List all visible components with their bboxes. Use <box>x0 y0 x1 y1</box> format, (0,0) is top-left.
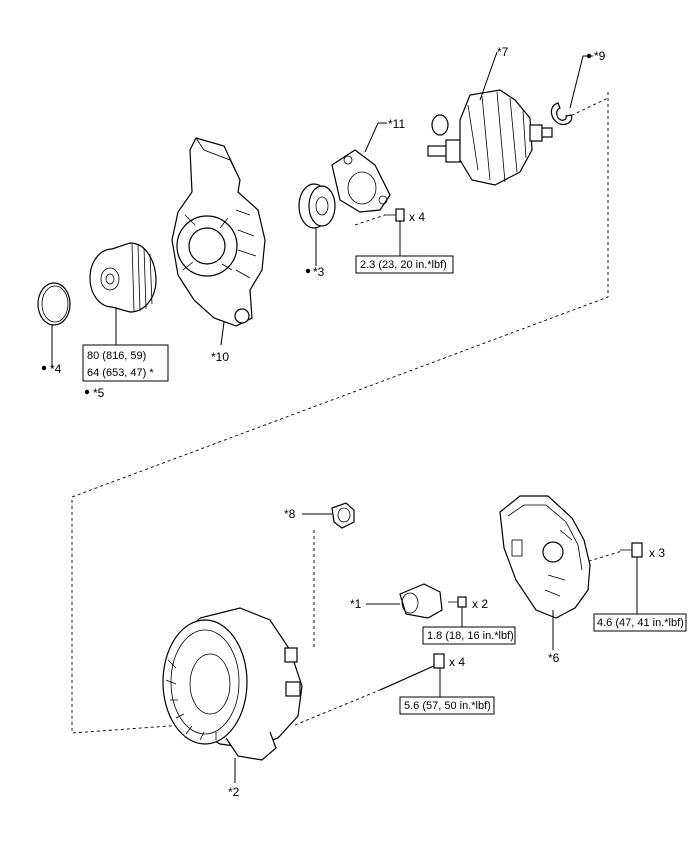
plate-screw-part <box>384 208 405 222</box>
rotor-part <box>427 89 553 186</box>
rear-cover-part <box>499 495 591 619</box>
torque-box-pulley <box>82 344 169 382</box>
regulator-screw-part <box>448 596 467 608</box>
label-p1: *1 <box>350 597 362 611</box>
label-p7: *7 <box>497 45 509 59</box>
label-p6: *6 <box>548 651 560 665</box>
drive-end-frame-part <box>171 137 266 327</box>
snap-ring-part <box>550 102 573 125</box>
dot-marker-p9 <box>586 53 592 59</box>
dot-marker-p5 <box>84 389 90 395</box>
label-p10: *10 <box>211 350 229 364</box>
guide-plate <box>354 214 386 226</box>
label-p4-top: *4 <box>50 362 62 376</box>
terminal-plug-part <box>331 502 355 529</box>
torque-pulley-line2: 64 (653, 47) * <box>87 367 154 379</box>
leader-p11 <box>364 122 379 153</box>
leader-p7 <box>479 51 498 101</box>
through-bolt-part <box>379 653 445 691</box>
dot-marker-p4-top <box>41 365 47 371</box>
leader-p9 <box>569 55 584 109</box>
dot-marker-p3 <box>305 268 311 274</box>
qty-cover-bolt: x 3 <box>649 546 665 560</box>
bearing-retainer-plate-part <box>331 149 391 213</box>
qty-regulator-bolt: x 2 <box>472 597 488 611</box>
label-p3: *3 <box>313 265 325 279</box>
torque-box-rear-plate <box>355 255 454 274</box>
torque-regulator: 1.8 (18, 16 in.*lbf) <box>427 630 514 642</box>
torque-box-cover <box>593 613 687 632</box>
torque-rear-plate: 2.3 (23, 20 in.*lbf) <box>360 259 447 271</box>
assembly-guide-line <box>71 92 609 734</box>
guide-snap-ring <box>565 97 609 119</box>
bearing-part <box>298 183 336 229</box>
torque-pulley-line1: 80 (816, 59) <box>87 350 146 362</box>
guide-through-bolt <box>294 689 381 726</box>
qty-through-bolt: x 4 <box>449 655 465 669</box>
qty-rear-plate-bolt: x 4 <box>409 210 425 224</box>
pulley-part <box>89 242 157 313</box>
torque-cover: 4.6 (47, 41 in.*lbf) <box>597 617 684 629</box>
guide-cover-bolt <box>559 550 623 571</box>
label-p11: *11 <box>388 117 405 131</box>
label-p5: *5 <box>93 386 105 400</box>
torque-through-bolt: 5.6 (57, 50 in.*lbf) <box>404 700 491 712</box>
label-p2: *2 <box>228 785 240 799</box>
rectifier-end-frame-part <box>162 607 303 761</box>
label-p9: *9 <box>594 49 606 63</box>
leader-p10 <box>220 321 225 346</box>
o-ring-part <box>37 282 71 326</box>
brush-holder-part <box>399 583 443 619</box>
torque-box-through-bolt <box>399 696 495 715</box>
torque-box-regulator <box>422 626 516 645</box>
cover-bolt-part <box>620 542 643 558</box>
label-p8: *8 <box>284 507 296 521</box>
